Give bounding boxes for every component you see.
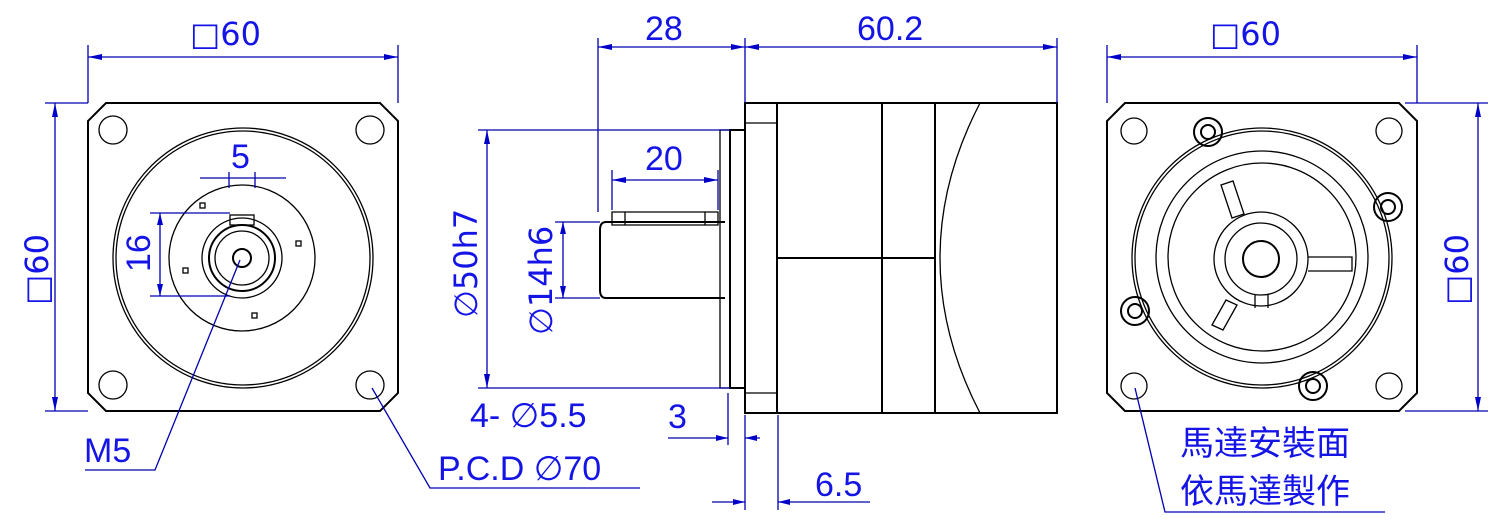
- right-height-dim: □60: [1438, 234, 1476, 305]
- thread-label: M5: [84, 432, 131, 470]
- right-view-dimensions: □60 □60 馬達安裝面 依馬達製作: [1106, 15, 1488, 513]
- pilot-depth-dim: 3: [668, 398, 687, 436]
- pcd-label: P.C.D ∅70: [438, 450, 601, 488]
- pilot-diameter-dim: ∅50h7: [447, 209, 485, 318]
- key-width-dim: 5: [231, 138, 250, 176]
- shaft-diameter-dim: ∅14h6: [522, 226, 560, 335]
- side-view-dimensions: 28 60.2 20 ∅50h7 ∅14h6 3 6.5: [447, 10, 1058, 510]
- flange-thickness-dim: 6.5: [815, 466, 862, 504]
- left-view-dimensions: □60 □60 5 16 M5 P.C.D ∅70 4- ∅5.5: [18, 15, 640, 489]
- key-height-dim: 16: [120, 234, 158, 272]
- holes-label: 4- ∅5.5: [470, 397, 587, 435]
- shaft-length-dim: 28: [645, 10, 683, 48]
- side-view-gearbox: [599, 102, 1058, 414]
- right-width-dim: □60: [1210, 15, 1281, 53]
- right-view-motor-flange: [1106, 102, 1418, 412]
- motor-mount-note-line2: 依馬達製作: [1180, 473, 1350, 511]
- key-length-dim: 20: [645, 140, 683, 178]
- body-length-dim: 60.2: [857, 10, 923, 48]
- left-view-output-flange: [87, 102, 399, 412]
- left-width-dim: □60: [190, 15, 261, 53]
- left-height-dim: □60: [18, 234, 56, 305]
- motor-mount-note-line1: 馬達安裝面: [1180, 425, 1350, 463]
